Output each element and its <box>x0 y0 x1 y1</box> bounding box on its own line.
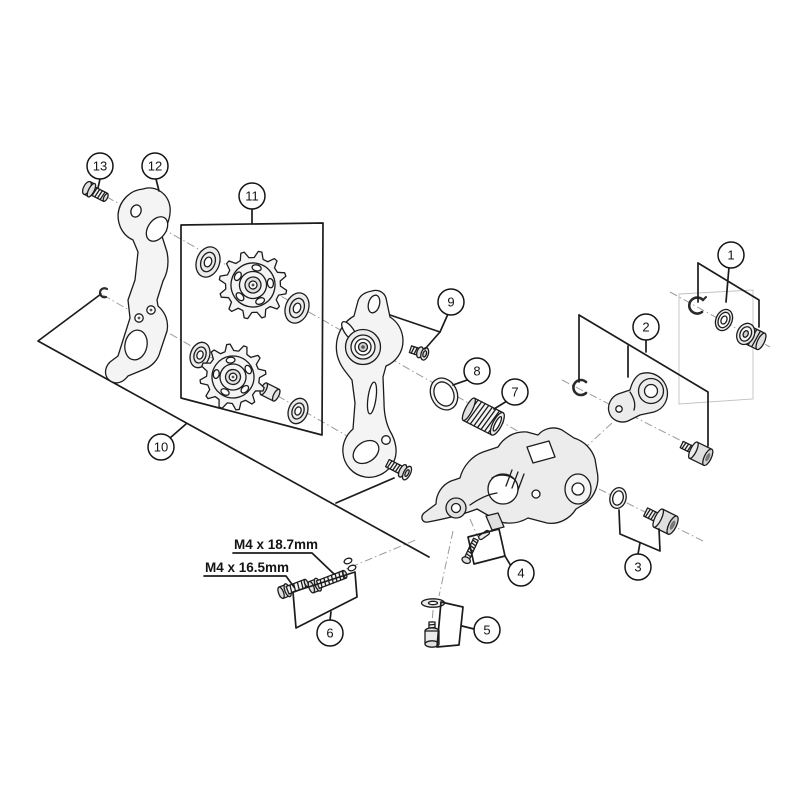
pulley-washer-upper-left <box>195 246 221 278</box>
svg-text:4: 4 <box>517 566 524 581</box>
seal-ring-8 <box>429 377 459 411</box>
cage-stopper-bolt <box>384 458 413 481</box>
callout-7: 7 <box>501 378 529 406</box>
callout-10: 10 <box>147 433 175 461</box>
cage-snap-clip <box>98 287 109 299</box>
callout-4: 4 <box>507 559 535 587</box>
svg-text:8: 8 <box>473 364 480 379</box>
coil-spring-7 <box>461 397 505 436</box>
callout-2: 2 <box>632 313 660 341</box>
dimension-label-18-7: M4 x 18.7mm <box>234 537 318 552</box>
plate-bolt-9 <box>408 345 430 361</box>
svg-text:3: 3 <box>634 560 641 575</box>
callout-8: 8 <box>463 357 491 385</box>
pulley-set-box-11 <box>180 222 324 436</box>
axle-snap-ring-1 <box>687 296 707 315</box>
derailleur-body <box>421 427 599 531</box>
callout-3: 3 <box>624 553 652 581</box>
callout-1: 1 <box>717 241 745 269</box>
pulley-washer-upper-right <box>284 292 310 324</box>
dimension-labels: M4 x 18.7mm M4 x 16.5mm <box>203 537 335 588</box>
guide-pulley <box>218 250 288 320</box>
outer-cage-plate <box>335 289 404 478</box>
cable-fixing-bolt-3 <box>642 507 679 535</box>
adjust-bolt-5 <box>424 621 440 648</box>
svg-text:5: 5 <box>483 623 490 638</box>
inner-cage-plate <box>104 187 171 384</box>
mounting-plane-outline <box>678 289 754 405</box>
callout-leader-lines <box>97 178 760 648</box>
svg-text:7: 7 <box>511 385 518 400</box>
svg-text:11: 11 <box>245 189 259 204</box>
bracket-snap-ring-2 <box>572 378 588 397</box>
callout-13: 13 <box>86 152 114 180</box>
o-ring-3 <box>609 486 627 510</box>
axle-bolt-1 <box>736 322 767 351</box>
bracket-axle-bolt-2 <box>679 440 714 467</box>
pulley-bolt-13 <box>81 180 109 203</box>
plate-clip-6 <box>343 557 357 572</box>
svg-text:1: 1 <box>727 248 734 263</box>
pulley-washer-lower-left <box>189 341 211 369</box>
dimension-label-16-5: M4 x 16.5mm <box>205 560 289 575</box>
svg-text:2: 2 <box>642 320 649 335</box>
svg-text:9: 9 <box>447 295 454 310</box>
svg-text:10: 10 <box>154 440 168 455</box>
svg-text:6: 6 <box>326 626 333 641</box>
tension-pulley <box>199 343 267 411</box>
callout-9: 9 <box>437 288 465 316</box>
callout-5: 5 <box>473 616 501 644</box>
callout-12: 12 <box>141 152 169 180</box>
cage-assembly-bracket-10 <box>37 293 430 558</box>
bracket-unit-2 <box>607 372 669 423</box>
axle-washer-1 <box>714 308 734 332</box>
callout-11: 11 <box>238 182 266 210</box>
svg-text:12: 12 <box>148 159 162 174</box>
pulley-washer-lower-right <box>287 397 309 425</box>
callout-6: 6 <box>316 619 344 647</box>
assembly-axis-lines <box>92 188 771 624</box>
svg-text:13: 13 <box>93 159 107 174</box>
